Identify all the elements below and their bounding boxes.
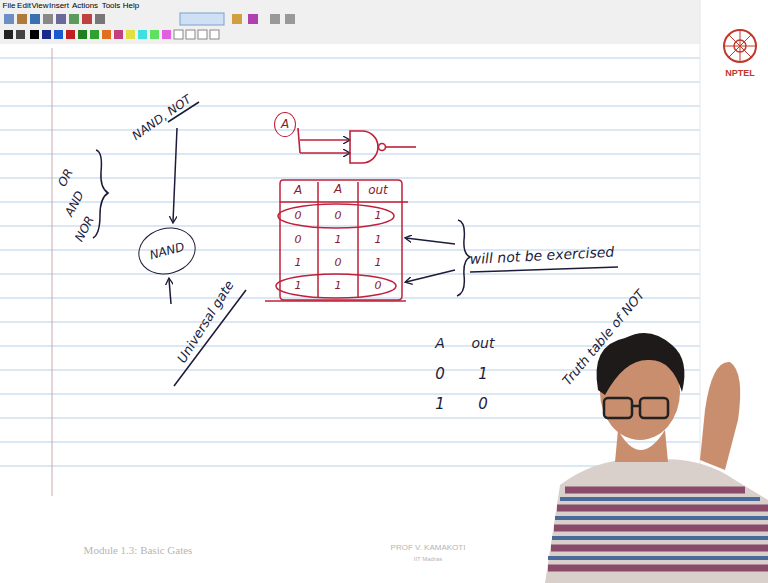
table-cell: 1 xyxy=(335,234,342,246)
node-text: A xyxy=(281,117,289,131)
ruled-lines xyxy=(0,58,700,466)
menu-item: View xyxy=(31,2,48,11)
table-cell: 0 xyxy=(335,257,342,269)
table-cell: A xyxy=(294,184,302,197)
table-cell: A xyxy=(435,336,445,351)
circled-letter: A xyxy=(274,112,296,137)
truth-table-grid xyxy=(265,180,408,301)
footer-text: PROF V. KAMAKOTI xyxy=(391,544,466,553)
note-text: NOR xyxy=(73,214,97,244)
table-cell: 1 xyxy=(435,396,445,413)
menu-item: File xyxy=(3,2,16,11)
callout-arrows xyxy=(406,220,618,296)
note-text: NAND, NOT xyxy=(130,93,194,143)
note-text: Universal gate xyxy=(175,278,237,365)
note-text: OR xyxy=(56,167,76,189)
table-cell: out xyxy=(368,184,388,197)
nand-gate-symbol xyxy=(298,128,416,163)
footer-text: IIT Madras xyxy=(414,556,443,563)
note-text: AND xyxy=(63,189,87,219)
table-cell: 0 xyxy=(295,234,302,246)
table-cell: 1 xyxy=(375,210,382,222)
node-text: NAND xyxy=(148,240,186,263)
brace xyxy=(93,150,108,238)
menu-item: Edit xyxy=(17,2,31,11)
table-cell: 1 xyxy=(478,366,488,383)
toolbar xyxy=(0,0,700,44)
menu-item: Insert xyxy=(49,2,69,11)
table-cell: 1 xyxy=(375,257,382,269)
table-cell: 1 xyxy=(295,257,302,269)
note-text: Truth table of NOT xyxy=(560,288,648,389)
table-cell: 0 xyxy=(478,396,488,413)
table-cell: 1 xyxy=(295,280,302,292)
menu-item: Tools xyxy=(102,2,121,11)
table-cell: 1 xyxy=(375,234,382,246)
menu-item: Actions xyxy=(72,2,98,11)
arrow xyxy=(173,128,177,222)
nand-oval: NAND xyxy=(133,221,201,280)
table-cell: 0 xyxy=(335,210,342,222)
table-cell: 0 xyxy=(295,210,302,222)
note-text: will not be exercised xyxy=(469,245,614,268)
arrow xyxy=(169,279,171,304)
menu-item: Help xyxy=(123,2,139,11)
toolbar-icons xyxy=(4,13,295,39)
footer-text: Module 1.3: Basic Gates xyxy=(84,544,193,556)
table-cell: A xyxy=(334,183,342,196)
logo-text: NPTEL xyxy=(725,69,755,79)
margin-line xyxy=(52,48,53,496)
nptel-logo xyxy=(724,30,756,62)
table-cell: 0 xyxy=(435,366,445,383)
table-cell: 1 xyxy=(335,280,342,292)
table-cell: out xyxy=(472,336,495,351)
table-cell: 0 xyxy=(375,280,382,292)
